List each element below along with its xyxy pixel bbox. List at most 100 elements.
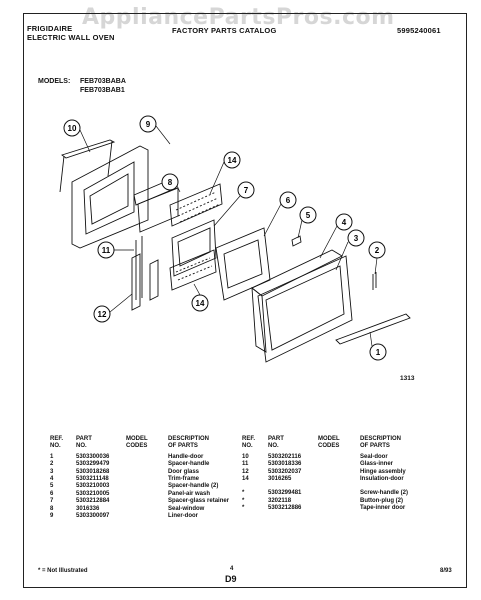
callout-3: 3 bbox=[347, 229, 365, 247]
cell-part: 5303212886 bbox=[268, 505, 302, 512]
cell-ref: 5 bbox=[50, 483, 54, 490]
header-model: MODEL bbox=[126, 436, 148, 442]
cell-ref: 12 bbox=[242, 468, 249, 475]
product-name: ELECTRIC WALL OVEN bbox=[27, 33, 115, 42]
cell-model bbox=[126, 483, 168, 490]
svg-text:12: 12 bbox=[98, 310, 107, 319]
header-ref: NO. bbox=[50, 443, 61, 450]
cell-part: 5303299479 bbox=[76, 461, 110, 468]
cell-ref: 14 bbox=[242, 476, 249, 483]
cell-desc: Handle-door bbox=[168, 453, 204, 460]
models-block: MODELS:FEB703BABA FEB703BAB1 bbox=[38, 78, 126, 95]
callout-1: 1 bbox=[369, 343, 387, 361]
cell-ref bbox=[242, 483, 268, 490]
models-label: MODELS: bbox=[38, 78, 71, 85]
cell-model bbox=[126, 498, 168, 505]
cell-model bbox=[318, 461, 360, 468]
cell-ref: 8 bbox=[50, 505, 54, 512]
svg-text:7: 7 bbox=[244, 186, 249, 195]
header-desc: DESCRIPTION bbox=[360, 436, 402, 442]
cell-desc: Seal-window bbox=[168, 505, 205, 512]
callout-6: 6 bbox=[279, 191, 297, 209]
svg-text:14: 14 bbox=[228, 156, 237, 165]
svg-text:11: 11 bbox=[102, 246, 111, 255]
exploded-door-diagram: 10 9 8 14 7 6 5 4 3 2 1 11 12 14 bbox=[59, 115, 411, 363]
cell-part bbox=[268, 483, 318, 490]
callout-7: 7 bbox=[237, 181, 255, 199]
callout-5: 5 bbox=[299, 206, 317, 224]
cell-model bbox=[318, 454, 360, 461]
cell-desc: Tape-inner door bbox=[360, 505, 406, 512]
header-ref: NO. bbox=[242, 443, 253, 450]
cell-desc: Liner-door bbox=[168, 513, 198, 520]
callout-bubbles: 10 9 8 14 7 6 5 4 3 2 1 11 12 14 bbox=[63, 115, 387, 361]
svg-text:5: 5 bbox=[306, 211, 311, 220]
cell-ref: 9 bbox=[50, 513, 54, 520]
cell-ref: 6 bbox=[50, 490, 54, 497]
svg-text:4: 4 bbox=[342, 218, 347, 227]
header-ref: REF. bbox=[242, 436, 256, 442]
cell-part: 5303018268 bbox=[76, 468, 110, 475]
cell-model bbox=[318, 498, 360, 505]
cell-desc: Spacer-handle (2) bbox=[168, 483, 219, 490]
cell-model bbox=[318, 490, 360, 497]
cell-part: 5303300036 bbox=[76, 453, 110, 460]
header-part: PART bbox=[76, 436, 92, 442]
svg-text:9: 9 bbox=[146, 120, 151, 129]
header-desc: OF PARTS bbox=[168, 443, 198, 450]
cell-part: 5303202116 bbox=[268, 453, 302, 460]
cell-desc bbox=[360, 483, 410, 490]
cell-desc: Trim-frame bbox=[168, 476, 200, 483]
cell-part: 5303018336 bbox=[268, 461, 302, 468]
catalog-number: 5995240061 bbox=[397, 26, 441, 35]
svg-text:2: 2 bbox=[375, 246, 380, 255]
table-row: 6 5303210005 Panel-air wash bbox=[50, 491, 231, 498]
cell-ref: 4 bbox=[50, 476, 54, 483]
revision-date: 8/93 bbox=[440, 568, 452, 574]
cell-part: 5303211148 bbox=[76, 476, 109, 483]
callout-8: 8 bbox=[161, 173, 179, 191]
svg-text:14: 14 bbox=[196, 299, 205, 308]
header-desc: DESCRIPTION bbox=[168, 436, 210, 442]
header-model: MODEL bbox=[318, 436, 340, 442]
section-code: D9 bbox=[225, 574, 237, 584]
cell-part: 5303299481 bbox=[268, 490, 302, 497]
callout-9: 9 bbox=[139, 115, 157, 133]
svg-text:8: 8 bbox=[168, 178, 173, 187]
callout-4: 4 bbox=[335, 213, 353, 231]
cell-desc: Panel-air wash bbox=[168, 490, 211, 497]
diagram-code: 1313 bbox=[400, 375, 415, 382]
callout-10: 10 bbox=[63, 119, 81, 137]
cell-model bbox=[318, 469, 360, 476]
cell-model bbox=[318, 476, 360, 483]
cell-desc: Screw-handle (2) bbox=[360, 490, 409, 497]
footnote: * = Not Illustrated bbox=[38, 568, 88, 574]
cell-desc: Button-plug (2) bbox=[360, 497, 403, 504]
cell-desc: Spacer-glass retainer bbox=[168, 498, 230, 505]
header-model: CODES bbox=[126, 443, 148, 450]
cell-desc: Hinge assembly bbox=[360, 468, 406, 475]
header-ref: REF. bbox=[50, 436, 64, 442]
cell-ref: * bbox=[242, 497, 245, 504]
brand-name: FRIGIDAIRE bbox=[27, 24, 73, 33]
callout-12: 12 bbox=[93, 305, 111, 323]
cell-part: 5303202037 bbox=[268, 468, 302, 475]
cell-part: 5303210005 bbox=[76, 490, 110, 497]
cell-part: 5303210003 bbox=[76, 483, 110, 490]
header-part: NO. bbox=[76, 443, 87, 450]
table-row bbox=[242, 483, 410, 490]
cell-model bbox=[318, 505, 360, 512]
cell-model bbox=[126, 513, 168, 520]
callout-14: 14 bbox=[223, 151, 241, 169]
